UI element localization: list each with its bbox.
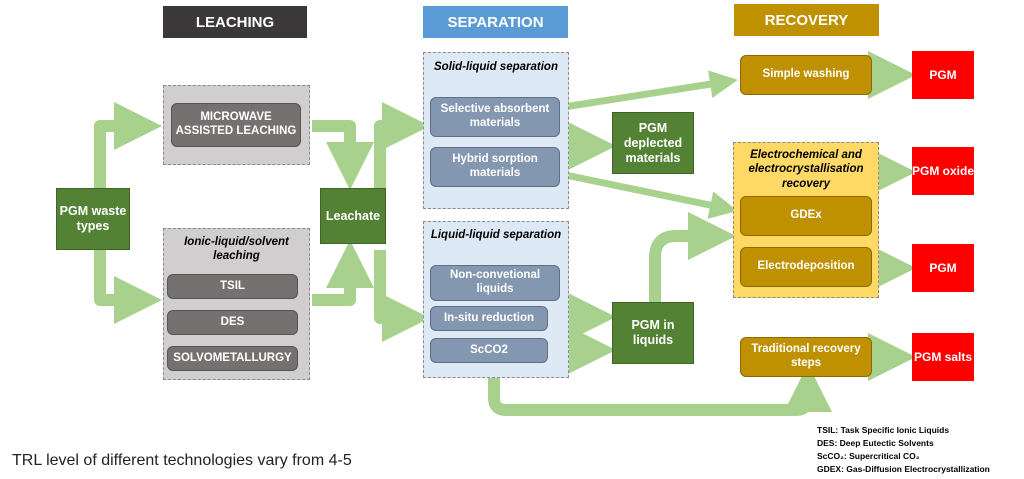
in-situ-reduction-box: In-situ reduction: [430, 306, 548, 331]
leaching-header: LEACHING: [163, 6, 307, 38]
arrow-selective-to-washing: [550, 70, 738, 113]
arrow-hybrid-to-gdex: [550, 168, 738, 219]
gdex-box: GDEx: [740, 196, 872, 236]
solvometallurgy-box: SOLVOMETALLURGY: [167, 346, 298, 371]
des-box: DES: [167, 310, 298, 335]
arrow-liquids-to-gdex: [649, 212, 736, 302]
abbreviation-legend: TSIL: Task Specific Ionic Liquids DES: D…: [817, 424, 1022, 476]
arrow-waste-to-ionic: [94, 250, 162, 324]
arrow-leachate-to-solid: [374, 102, 430, 188]
recovery-header: RECOVERY: [734, 4, 879, 36]
liquid-liquid-title: Liquid-liquid separation: [430, 229, 562, 241]
pgm-output-2: PGM: [912, 244, 974, 292]
electrodeposition-box: Electrodeposition: [740, 247, 872, 287]
ionic-liquid-title: Ionic-liquid/solvent leaching: [184, 236, 289, 263]
separation-header: SEPARATION: [423, 6, 568, 38]
pgm-oxide-output: PGM oxide: [912, 147, 974, 195]
legend-des: DES: Deep Eutectic Solvents: [817, 438, 934, 448]
hybrid-sorption-box: Hybrid sorption materials: [430, 147, 560, 187]
arrow-microwave-to-leachate: [312, 120, 374, 190]
tsil-box: TSIL: [167, 274, 298, 299]
simple-washing-box: Simple washing: [740, 55, 872, 95]
non-conventional-liquids-box: Non-convetional liquids: [430, 265, 560, 301]
solid-liquid-title: Solid-liquid separation: [434, 61, 558, 73]
pgm-salts-output: PGM salts: [912, 333, 974, 381]
arrow-waste-to-microwave: [94, 102, 162, 188]
pgm-waste-types-box: PGM waste types: [56, 188, 130, 250]
pgm-output-1: PGM: [912, 51, 974, 99]
arrow-ionic-to-leachate: [312, 240, 374, 306]
leachate-box: Leachate: [320, 188, 386, 244]
microwave-leaching-box: MICROWAVE ASSISTED LEACHING: [171, 103, 301, 147]
legend-gdex: GDEX: Gas-Diffusion Electrocrystallizati…: [817, 464, 990, 474]
arrow-scco2-to-traditional: [488, 360, 832, 416]
selective-absorbent-box: Selective absorbent materials: [430, 97, 560, 137]
traditional-recovery-box: Traditional recovery steps: [740, 337, 872, 377]
electrochemical-title: Electrochemical and electrocrystallisati…: [748, 149, 864, 190]
pgm-in-liquids-box: PGM in liquids: [612, 302, 694, 364]
legend-tsil: TSIL: Task Specific Ionic Liquids: [817, 425, 950, 435]
trl-footnote: TRL level of different technologies vary…: [12, 452, 352, 469]
legend-scco2: ScCO₂: Supercritical CO₂: [817, 451, 920, 461]
pgm-deplected-box: PGM deplected materials: [612, 112, 694, 174]
scco2-box: ScCO2: [430, 338, 548, 363]
arrow-leachate-to-liquid: [374, 250, 430, 342]
